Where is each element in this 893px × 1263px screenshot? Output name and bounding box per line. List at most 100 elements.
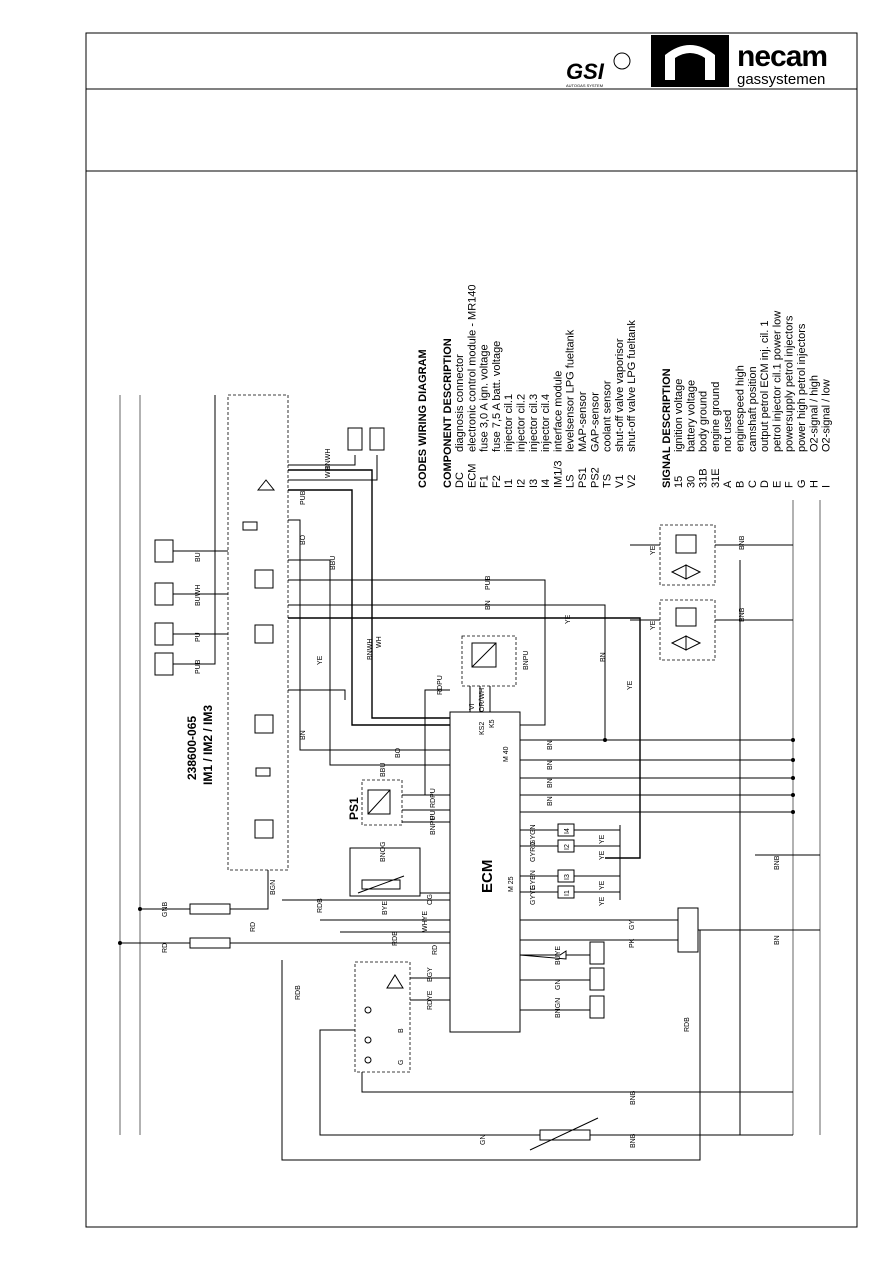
wire-label-buye: BUYE: [555, 946, 562, 965]
signal-desc: engine ground: [710, 382, 722, 452]
svg-text:F: F: [784, 481, 796, 488]
wire-label-bn: BN: [600, 652, 607, 662]
svg-text:RD: RD: [432, 945, 439, 955]
svg-text:camshaft position: camshaft position: [747, 366, 759, 452]
necam-icon: [651, 35, 729, 87]
wire-label-bngn: BNGN: [555, 998, 562, 1018]
connector-buye: [589, 941, 605, 965]
necam-logo: necam gassystemen: [737, 40, 828, 88]
svg-text:RDYE: RDYE: [427, 990, 434, 1010]
wire-label-bnb: BNB: [739, 535, 746, 550]
svg-text:fuse 3,0 A ign. voltage: fuse 3,0 A ign. voltage: [479, 344, 491, 452]
svg-text:PK: PK: [629, 938, 636, 948]
wire-label-bgy: BGY: [427, 967, 434, 982]
wire-label-bnwh: BNWH: [325, 449, 332, 470]
wire-label-bbu: BBU: [330, 556, 337, 570]
signal-code: E: [771, 481, 783, 488]
svg-text:PUB: PUB: [195, 659, 202, 674]
wire-label-bu: BU: [195, 552, 202, 562]
svg-text:RD: RD: [162, 943, 169, 953]
signal-code: H: [808, 480, 820, 488]
component-heading: COMPONENT DESCRIPTION: [442, 338, 454, 488]
svg-text:SIGNAL DESCRIPTION: SIGNAL DESCRIPTION: [661, 368, 673, 488]
svg-text:YE: YE: [599, 850, 606, 860]
svg-text:AUTOGAS SYSTEM: AUTOGAS SYSTEM: [566, 83, 603, 88]
component-desc: levelsensor LPG fueltank: [565, 329, 577, 452]
svg-text:not used: not used: [722, 410, 734, 452]
wire-label-rdb: RDB: [684, 1017, 691, 1032]
wire-label-g: G: [398, 1060, 405, 1065]
diode-icon: [256, 479, 276, 491]
svg-text:BNB: BNB: [774, 855, 781, 870]
wire-label-ks2: KS2: [479, 722, 486, 735]
svg-text:OR/WH: OR/WH: [479, 688, 486, 712]
wire-label-gnb: GNB: [162, 902, 169, 918]
svg-text:V2: V2: [626, 475, 638, 488]
svg-text:GYYE: GYYE: [530, 885, 537, 905]
interface-module: [227, 394, 289, 871]
svg-text:BN: BN: [547, 760, 554, 770]
wire-label-bnwh: BNWH: [367, 639, 374, 660]
wire-label-bo: BO: [395, 747, 402, 758]
wire-label-wh: WH: [376, 636, 383, 648]
wire-label-rdpu: RDPU: [437, 675, 444, 695]
svg-text:K5: K5: [489, 719, 496, 728]
wire-label-i2: I2: [564, 844, 571, 850]
svg-text:GYBN: GYBN: [530, 870, 537, 890]
ecm-label: ECM: [479, 860, 496, 893]
wire-label-bnb: BNB: [739, 607, 746, 622]
signal-desc: camshaft position: [747, 366, 759, 452]
relay-4: [254, 819, 274, 839]
svg-text:BNPU: BNPU: [430, 816, 437, 835]
svg-text:BNB: BNB: [630, 1090, 637, 1105]
wire-label-bn: BN: [774, 935, 781, 945]
map-sensor-ps1: [361, 779, 403, 826]
component-code: I1: [503, 479, 515, 488]
svg-text:BN: BN: [547, 796, 554, 806]
svg-text:OG: OG: [427, 894, 434, 905]
connector-top-2: [369, 427, 385, 451]
signal-code: D: [759, 480, 771, 488]
wire-label-bye: BYE: [382, 901, 389, 915]
svg-text:RDPU: RDPU: [437, 675, 444, 695]
wire-label-rd: RD: [250, 922, 257, 932]
component-desc: injector cil.2: [516, 394, 528, 452]
svg-text:G: G: [796, 479, 808, 488]
wire-label-pk: PK: [629, 938, 636, 948]
svg-text:coolant sensor: coolant sensor: [602, 380, 614, 452]
svg-text:fuse 7,5 A batt. voltage: fuse 7,5 A batt. voltage: [491, 341, 503, 452]
signal-desc: output petrol ECM inj. cil. 1: [759, 321, 771, 452]
wire-label-gn: GN: [555, 980, 562, 991]
svg-text:RDB: RDB: [317, 898, 324, 913]
svg-text:PU: PU: [195, 632, 202, 642]
component-code: TS: [602, 474, 614, 488]
svg-text:PS1: PS1: [347, 797, 361, 820]
signal-desc: O2-signal / low: [821, 379, 833, 452]
component-code: PS2: [589, 467, 601, 488]
component-code: F1: [479, 475, 491, 488]
wire-label-gyye: GYYE: [530, 885, 537, 905]
svg-text:injector cil.3: injector cil.3: [528, 394, 540, 452]
svg-text:GYRD: GYRD: [530, 842, 537, 862]
wire-label-gy: GY: [629, 920, 636, 930]
connector-pub: [154, 652, 174, 676]
wire-label-k5: K5: [489, 719, 496, 728]
svg-text:RDB: RDB: [392, 931, 399, 946]
component-desc: interface module: [552, 371, 564, 452]
wire-label-bnb: BNB: [774, 855, 781, 870]
connector-gn: [589, 967, 605, 991]
relay-1: [254, 569, 274, 589]
svg-text:IM1 / IM2 / IM3: IM1 / IM2 / IM3: [201, 705, 215, 785]
svg-text:gassystemen: gassystemen: [737, 71, 825, 88]
svg-text:F2: F2: [491, 475, 503, 488]
wire-label-pub: PUB: [195, 659, 202, 674]
svg-text:GN: GN: [555, 980, 562, 991]
svg-text:GNB: GNB: [162, 902, 169, 918]
wire-label-ye: YE: [599, 850, 606, 860]
valve-v2-coil: [675, 607, 697, 627]
signal-code: I: [821, 485, 833, 488]
svg-text:30: 30: [685, 476, 697, 488]
component-code: ECM: [466, 464, 478, 488]
wire-label-rdb: RDB: [317, 898, 324, 913]
